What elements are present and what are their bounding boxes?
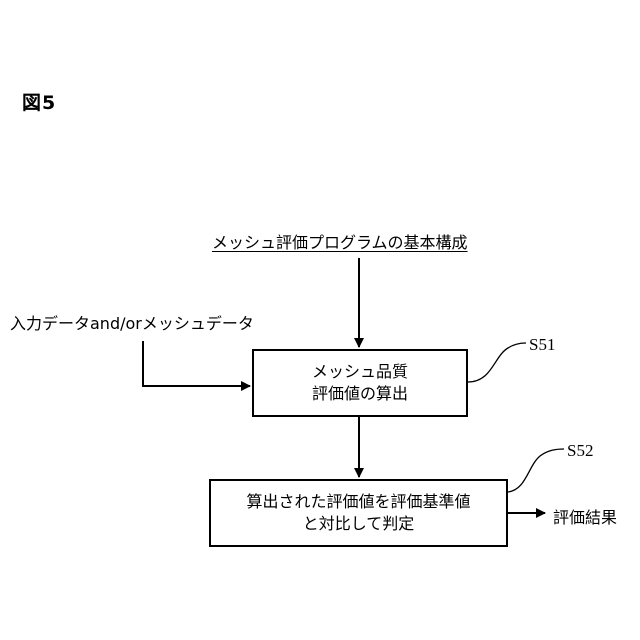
step-s52-line2: と対比して判定 [303, 513, 415, 535]
step-s52-box: 算出された評価値を評価基準値 と対比して判定 [209, 479, 508, 547]
step-label-s51: S51 [529, 335, 555, 355]
step-s51-line1: メッシュ品質 [312, 361, 408, 383]
step-label-s52: S52 [567, 441, 593, 461]
step-s51-line2: 評価値の算出 [312, 383, 408, 405]
s52-leader-line [508, 449, 564, 492]
step-s51-box: メッシュ品質 評価値の算出 [252, 349, 468, 417]
step-s52-line1: 算出された評価値を評価基準値 [246, 491, 470, 513]
s51-leader-line [468, 343, 526, 382]
arrow-input-to-step1 [143, 341, 250, 386]
evaluation-result-label: 評価結果 [553, 504, 617, 528]
